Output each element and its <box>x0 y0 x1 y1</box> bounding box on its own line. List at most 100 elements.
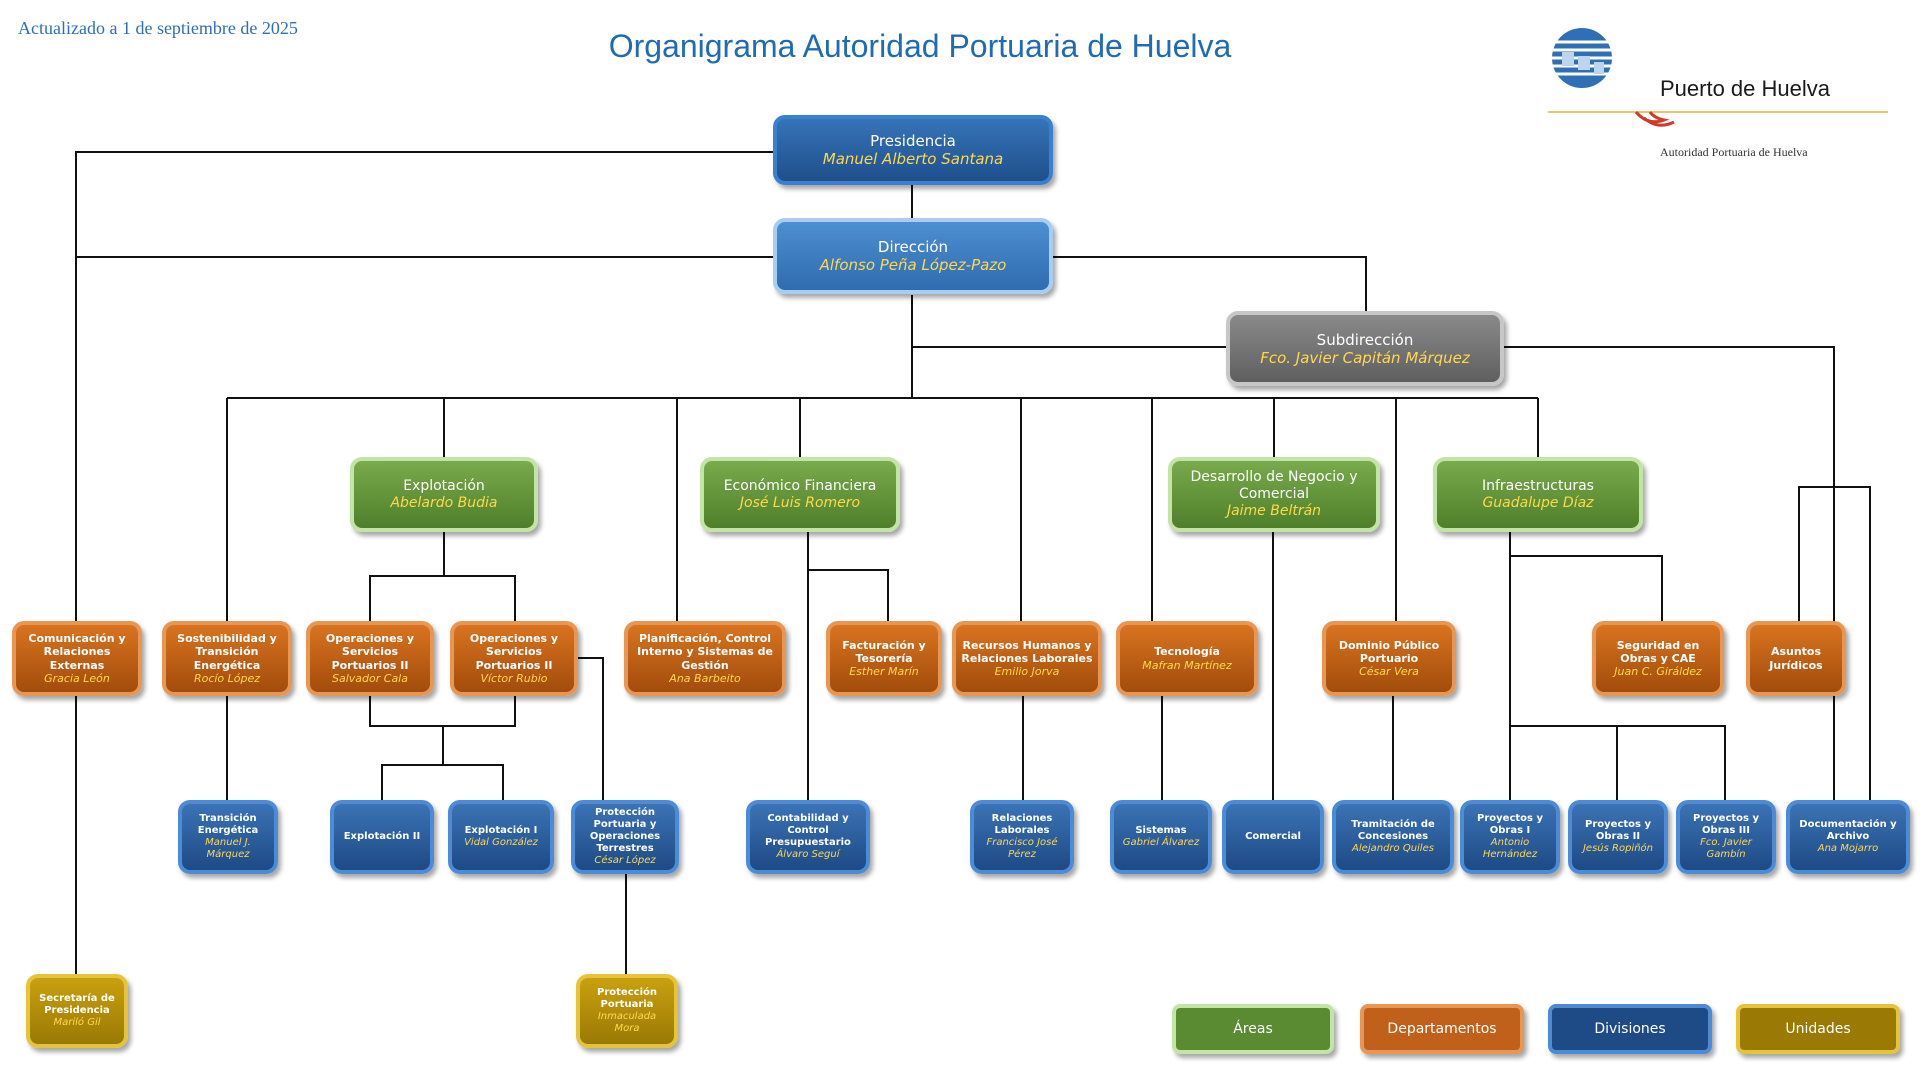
node-person: César Vera <box>1359 665 1419 679</box>
node-person: Alejandro Quiles <box>1352 843 1434 854</box>
node-name: Desarrollo de Negocio y Comercial <box>1190 469 1358 503</box>
node-name: Facturación y Tesorería <box>842 638 926 665</box>
node-name: Presidencia <box>870 132 956 150</box>
node-name: Protección Portuaria y Operaciones Terre… <box>589 807 661 854</box>
page-title: Organigrama Autoridad Portuaria de Huelv… <box>608 28 1232 64</box>
logo-subtitle: Autoridad Portuaria de Huelva <box>1660 145 1808 159</box>
node-name: Proyectos y Obras II <box>1585 819 1651 842</box>
node-name: Económico Financiera <box>723 477 877 494</box>
node-name: Infraestructuras <box>1482 477 1594 494</box>
node-name: Transición Energética <box>197 813 259 836</box>
node-person: Manuel Alberto Santana <box>822 150 1004 168</box>
dept-comunicacion: Comunicación y Relaciones Externas Graci… <box>12 621 142 696</box>
node-person: Fco. Javier Gambín <box>1700 837 1752 860</box>
div-transicion-energetica: Transición Energética Manuel J. Márquez <box>178 800 278 874</box>
node-person: Inmaculada Mora <box>597 1011 657 1034</box>
div-documentacion-archivo: Documentación y Archivo Ana Mojarro <box>1786 800 1910 874</box>
area-desarrollo-negocio: Desarrollo de Negocio y Comercial Jaime … <box>1168 457 1380 532</box>
node-name: Explotación <box>403 477 485 494</box>
node-person: Antonio Hernández <box>1482 837 1538 860</box>
node-person: Salvador Cala <box>332 671 408 685</box>
node-name: Contabilidad y Control Presupuestario <box>765 813 851 848</box>
div-contabilidad: Contabilidad y Control Presupuestario Ál… <box>746 800 870 874</box>
node-person: José Luis Romero <box>739 494 861 511</box>
dept-asuntos-juridicos: Asuntos Jurídicos <box>1746 621 1846 696</box>
node-direccion: Dirección Alfonso Peña López-Pazo <box>773 218 1053 294</box>
area-explotacion: Explotación Abelardo Budia <box>350 457 538 532</box>
node-person: Ana Barbeito <box>669 671 741 685</box>
update-date: Actualizado a 1 de septiembre de 2025 <box>18 18 298 38</box>
node-person: Francisco José Pérez <box>986 837 1058 860</box>
node-subdireccion: Subdirección Fco. Javier Capitán Márquez <box>1226 311 1504 386</box>
dept-seguridad-obras: Seguridad en Obras y CAE Juan C. Girálde… <box>1592 621 1724 696</box>
dept-facturacion: Facturación y Tesorería Esther Marín <box>826 621 942 696</box>
node-person: Manuel J. Márquez <box>205 837 251 860</box>
node-name: Protección Portuaria <box>597 987 657 1010</box>
node-name: Proyectos y Obras I <box>1477 813 1543 836</box>
node-name: Proyectos y Obras III <box>1693 813 1759 836</box>
node-name: Tramitación de Concesiones <box>1351 819 1435 842</box>
unit-secretaria-presidencia: Secretaría de Presidencia Mariló Gil <box>26 974 128 1048</box>
node-name: Tecnología <box>1154 645 1220 659</box>
node-person: Juan C. Giráldez <box>1614 665 1702 679</box>
div-sistemas: Sistemas Gabriel Álvarez <box>1110 800 1212 874</box>
div-proteccion-operaciones: Protección Portuaria y Operaciones Terre… <box>571 800 679 874</box>
node-name: Operaciones y Servicios Portuarios II <box>469 632 559 672</box>
node-name: Comercial <box>1245 831 1301 842</box>
div-explotacion-2: Explotación II <box>330 800 434 874</box>
legend-unidades: Unidades <box>1736 1004 1900 1054</box>
puerto-huelva-logo-icon <box>1548 28 1888 127</box>
dept-recursos-humanos: Recursos Humanos y Relaciones Laborales … <box>952 621 1102 696</box>
div-explotacion-1: Explotación I Vidal González <box>448 800 554 874</box>
node-person: Abelardo Budia <box>390 494 498 511</box>
node-person: Mafran Martínez <box>1142 658 1232 672</box>
area-infraestructuras: Infraestructuras Guadalupe Díaz <box>1433 457 1643 532</box>
div-proyectos-obras-3: Proyectos y Obras III Fco. Javier Gambín <box>1676 800 1776 874</box>
dept-operaciones-2: Operaciones y Servicios Portuarios II Sa… <box>306 621 434 696</box>
node-person: Mariló Gil <box>53 1017 101 1028</box>
node-person: Emilio Jorva <box>994 665 1060 679</box>
node-name: Subdirección <box>1316 330 1414 349</box>
node-person: Gabriel Álvarez <box>1122 837 1200 848</box>
node-person: Víctor Rubio <box>480 671 548 685</box>
node-name: Explotación I <box>464 825 538 836</box>
div-tramitacion-concesiones: Tramitación de Concesiones Alejandro Qui… <box>1332 800 1454 874</box>
dept-planificacion: Planificación, Control Interno y Sistema… <box>624 621 786 696</box>
node-name: Sistemas <box>1135 825 1187 836</box>
node-person: Jaime Beltrán <box>1226 502 1322 519</box>
node-name: Recursos Humanos y Relaciones Laborales <box>961 638 1093 665</box>
div-proyectos-obras-1: Proyectos y Obras I Antonio Hernández <box>1460 800 1560 874</box>
legend-departamentos: Departamentos <box>1360 1004 1524 1054</box>
node-name: Dominio Público Portuario <box>1338 638 1440 665</box>
node-person: Jesús Ropiñón <box>1582 843 1654 854</box>
div-comercial: Comercial <box>1222 800 1324 874</box>
legend-divisiones: Divisiones <box>1548 1004 1712 1054</box>
logo-name: Puerto de Huelva <box>1660 76 1830 101</box>
area-economico-financiera: Económico Financiera José Luis Romero <box>700 457 900 532</box>
dept-tecnologia: Tecnología Mafran Martínez <box>1116 621 1258 696</box>
node-person: Rocío López <box>193 671 261 685</box>
dept-operaciones-1: Operaciones y Servicios Portuarios II Ví… <box>450 621 578 696</box>
dept-dominio-publico: Dominio Público Portuario César Vera <box>1322 621 1456 696</box>
node-name: Comunicación y Relaciones Externas <box>28 632 126 672</box>
node-person: Gracia León <box>44 671 110 685</box>
node-person: Guadalupe Díaz <box>1482 494 1594 511</box>
node-name: Operaciones y Servicios Portuarios II <box>325 632 415 672</box>
node-name: Seguridad en Obras y CAE <box>1616 638 1700 665</box>
node-person: Álvaro Seguí <box>776 849 840 860</box>
node-person: Vidal González <box>464 837 538 848</box>
node-name: Secretaría de Presidencia <box>39 993 115 1016</box>
node-name: Planificación, Control Interno y Sistema… <box>637 632 773 672</box>
node-name: Asuntos Jurídicos <box>1769 645 1823 672</box>
node-name: Sostenibilidad y Transición Energética <box>177 632 277 672</box>
node-name: Explotación II <box>343 831 421 842</box>
unit-proteccion-portuaria: Protección Portuaria Inmaculada Mora <box>576 974 678 1048</box>
dept-sostenibilidad: Sostenibilidad y Transición Energética R… <box>162 621 292 696</box>
node-person: César López <box>594 855 656 866</box>
div-relaciones-laborales: Relaciones Laborales Francisco José Pére… <box>970 800 1074 874</box>
node-name: Relaciones Laborales <box>991 813 1053 836</box>
legend-areas: Áreas <box>1172 1004 1334 1054</box>
node-person: Esther Marín <box>849 665 919 679</box>
node-presidencia: Presidencia Manuel Alberto Santana <box>773 115 1053 185</box>
